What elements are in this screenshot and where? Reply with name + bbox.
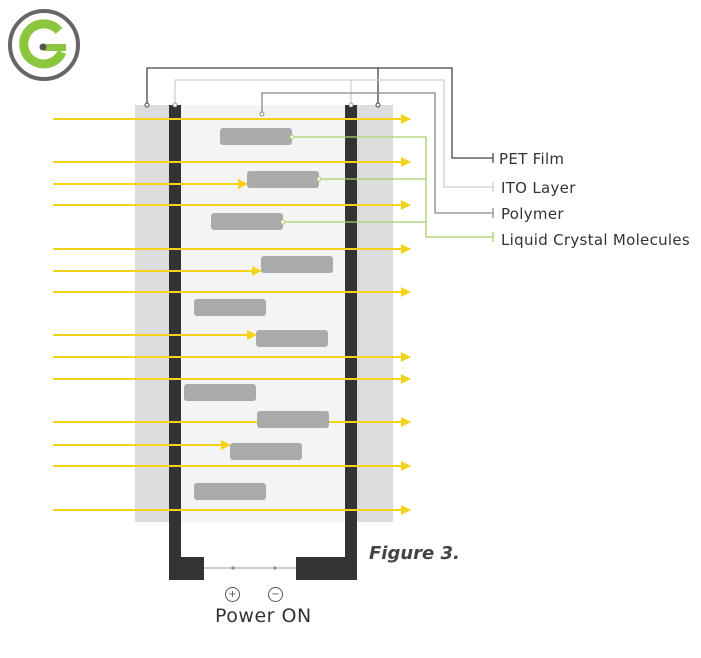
leader-dot bbox=[289, 134, 295, 140]
figure-caption: Figure 3. bbox=[369, 543, 460, 564]
leader-dot bbox=[375, 102, 381, 108]
label-liquid-crystal-molecules: Liquid Crystal Molecules bbox=[501, 231, 691, 249]
brand-logo-icon bbox=[8, 9, 80, 81]
lc-molecule bbox=[184, 384, 256, 401]
lc-molecule bbox=[194, 483, 266, 500]
lc-molecule bbox=[230, 443, 302, 460]
power-state-label: Power ON bbox=[215, 605, 312, 627]
leader-dot bbox=[348, 102, 354, 108]
leader-dot bbox=[259, 111, 265, 117]
lc-molecule bbox=[211, 213, 283, 230]
label-polymer: Polymer bbox=[501, 205, 564, 223]
label-ito-layer: ITO Layer bbox=[501, 179, 576, 197]
lc-molecule bbox=[261, 256, 333, 273]
leader-polymer bbox=[261, 92, 494, 218]
leader-dot bbox=[144, 102, 150, 108]
leader-dot bbox=[316, 176, 322, 182]
ito-layer-left bbox=[169, 105, 204, 580]
liquid-crystal-molecules bbox=[184, 128, 333, 500]
lc-molecule bbox=[194, 299, 266, 316]
ito-layer-right bbox=[296, 105, 357, 580]
leader-dot bbox=[280, 219, 286, 225]
light-rays bbox=[53, 114, 411, 515]
lc-molecule bbox=[256, 330, 328, 347]
lc-molecule bbox=[220, 128, 292, 145]
wire-node-right bbox=[273, 566, 277, 570]
wire-node-left bbox=[231, 566, 235, 570]
label-pet-film: PET Film bbox=[499, 150, 565, 168]
leader-pet-film bbox=[146, 67, 494, 163]
lc-molecule bbox=[247, 171, 319, 188]
minus-terminal-icon: − bbox=[268, 587, 283, 602]
plus-terminal-icon: + bbox=[225, 587, 240, 602]
leader-liquid-crystal bbox=[283, 136, 494, 242]
leader-dot bbox=[172, 102, 178, 108]
lc-molecule bbox=[257, 411, 329, 428]
